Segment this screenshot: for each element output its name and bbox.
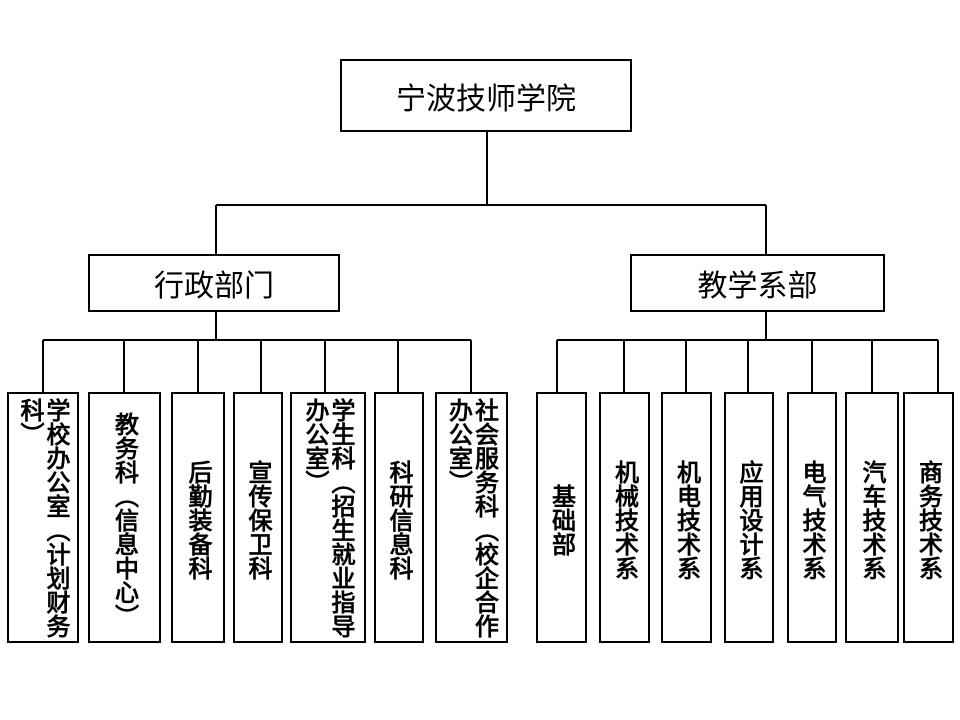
dept-research-info-label: 科研信息科 — [385, 459, 413, 580]
dept-automotive-label: 汽车技术系 — [858, 459, 886, 580]
dept-logistics-label: 后勤装备科 — [184, 459, 212, 580]
dept-foundation-label: 基础部 — [547, 483, 576, 556]
dept-publicity-security-label: 宣传保卫科 — [244, 459, 272, 580]
dept-social-service-label: 社会服务科（校企合作办公室） — [444, 398, 499, 638]
dept-business: 商务技术系 — [903, 392, 954, 643]
dept-school-office: 学校办公室（计划财务科） — [7, 392, 79, 643]
dept-mechatronics: 机电技术系 — [661, 392, 712, 643]
dept-student-affairs-label: 学生科（招生就业指导办公室） — [301, 398, 355, 638]
dept-mechanical-label: 机械技术系 — [610, 459, 639, 580]
dept-academic-affairs-label: 教务科（信息中心） — [110, 411, 139, 628]
dept-social-service: 社会服务科（校企合作办公室） — [435, 392, 508, 643]
dept-business-label: 商务技术系 — [914, 459, 943, 580]
dept-mechatronics-label: 机电技术系 — [672, 459, 701, 580]
dept-applied-design-label: 应用设计系 — [735, 459, 763, 580]
root-node: 宁波技师学院 — [340, 59, 632, 132]
dept-applied-design: 应用设计系 — [724, 392, 774, 643]
dept-electrical-label: 电气技术系 — [798, 459, 826, 580]
dept-research-info: 科研信息科 — [374, 392, 424, 643]
dept-logistics: 后勤装备科 — [171, 392, 225, 643]
dept-school-office-label: 学校办公室（计划财务科） — [16, 398, 70, 638]
dept-publicity-security: 宣传保卫科 — [233, 392, 283, 643]
branch-admin: 行政部门 — [88, 254, 340, 312]
dept-foundation: 基础部 — [536, 392, 587, 643]
branch-teaching: 教学系部 — [630, 254, 885, 312]
branch-admin-label: 行政部门 — [154, 269, 274, 304]
dept-automotive: 汽车技术系 — [845, 392, 899, 643]
root-label: 宁波技师学院 — [396, 81, 576, 117]
dept-student-affairs: 学生科（招生就业指导办公室） — [290, 392, 366, 643]
dept-electrical: 电气技术系 — [787, 392, 837, 643]
branch-teaching-label: 教学系部 — [697, 269, 818, 304]
dept-mechanical: 机械技术系 — [599, 392, 650, 643]
dept-academic-affairs: 教务科（信息中心） — [88, 392, 161, 643]
